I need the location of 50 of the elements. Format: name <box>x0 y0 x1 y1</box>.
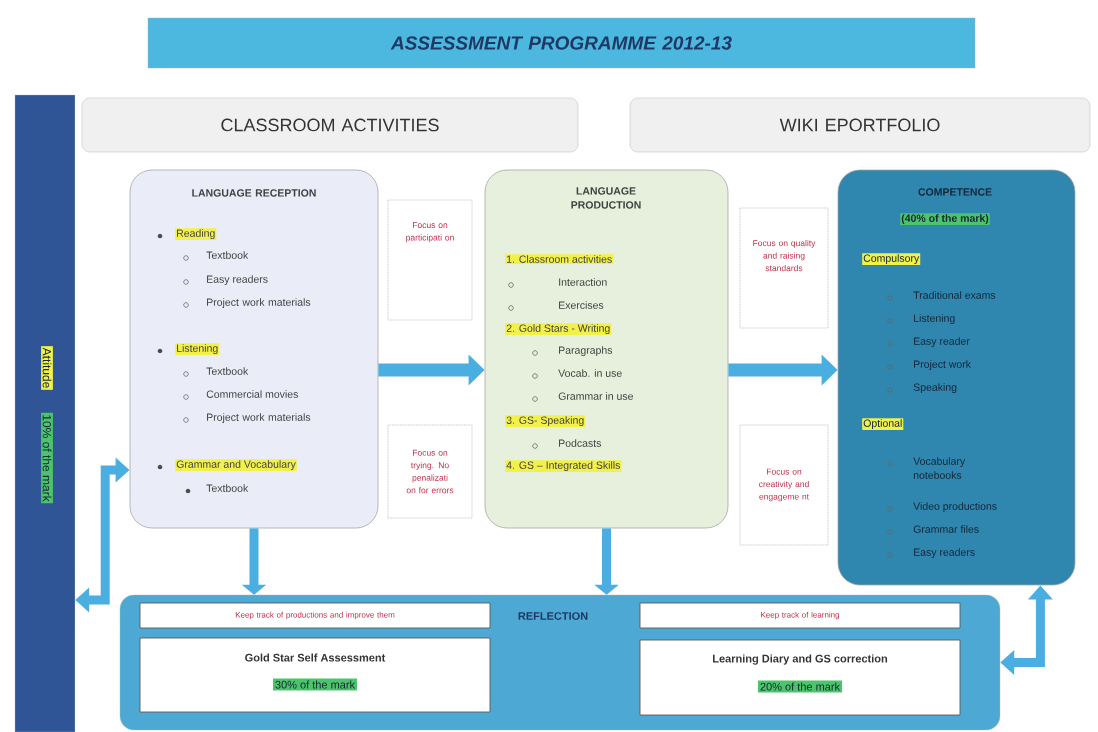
list-item: Paragraphs <box>532 346 613 356</box>
list-item: Textbook <box>183 251 249 261</box>
list-item: Speaking <box>887 383 957 393</box>
list-item: Listening <box>887 314 955 324</box>
list-item: 4. GS – Integrated Skills <box>505 460 622 472</box>
side-bar: Attitude 10% of the mark <box>14 94 76 732</box>
note-box: Focus on quality and raising standards <box>739 207 829 329</box>
heading: COMPETENCE <box>918 188 992 196</box>
rounded-panel <box>484 169 729 529</box>
list-item: 1. Classroom activities <box>505 254 614 264</box>
heading: LANGUAGE PRODUCTION <box>571 187 641 209</box>
note-box: Keep track of productions and improve them <box>139 602 491 629</box>
note-box: Focus on participati on <box>387 199 473 321</box>
section-header: WIKI EPORTFOLIO <box>629 97 1091 153</box>
list-item: Grammar in use <box>532 392 633 402</box>
list-item: Compulsory <box>862 253 921 265</box>
section-header: CLASSROOM ACTIVITIES <box>81 97 579 153</box>
list-item: Easy reader <box>887 337 970 347</box>
list-item: Textbook <box>183 367 249 377</box>
note-box: Focus on trying. No penalizati on for errors <box>387 424 473 519</box>
list-item: Vocabulary notebooks <box>887 457 966 479</box>
rounded-panel <box>129 169 379 529</box>
list-item: Textbook <box>185 484 249 494</box>
list-item: Video productions <box>887 502 997 512</box>
list-item: Reading <box>157 228 217 240</box>
list-item: Optional <box>862 418 904 430</box>
list-item: Podcasts <box>532 439 601 449</box>
list-item: Project work <box>887 360 971 370</box>
score-box: Learning Diary and GS correction 20% of the mark <box>639 639 961 716</box>
list-item: Vocab. in use <box>532 369 622 379</box>
heading: (40% of the mark) <box>900 213 990 225</box>
list-item: Grammar and Vocabulary <box>157 459 297 471</box>
list-item: Project work materials <box>183 413 311 423</box>
title-banner: ASSESSMENT PROGRAMME 2012-13 <box>147 17 976 69</box>
list-item: Project work materials <box>183 298 311 308</box>
list-item: Easy readers <box>183 275 268 285</box>
list-item: Exercises <box>508 301 604 311</box>
rounded-panel <box>837 169 1076 586</box>
list-item: Easy readers <box>887 548 975 558</box>
score-box: Gold Star Self Assessment 30% of the mark <box>139 637 491 713</box>
list-item: Commercial movies <box>183 390 298 400</box>
note-box: Keep track of learning <box>639 602 961 629</box>
list-item: Grammar files <box>887 525 979 535</box>
list-item: 2. Gold Stars - Writing <box>505 323 612 335</box>
list-item: Traditional exams <box>887 291 996 301</box>
heading: LANGUAGE RECEPTION <box>192 189 316 197</box>
list-item: 3. GS- Speaking <box>505 415 586 427</box>
list-item: Listening <box>157 343 220 355</box>
list-item: Interaction <box>508 278 607 288</box>
note-box: Focus on creativity and engageme nt <box>739 424 829 546</box>
